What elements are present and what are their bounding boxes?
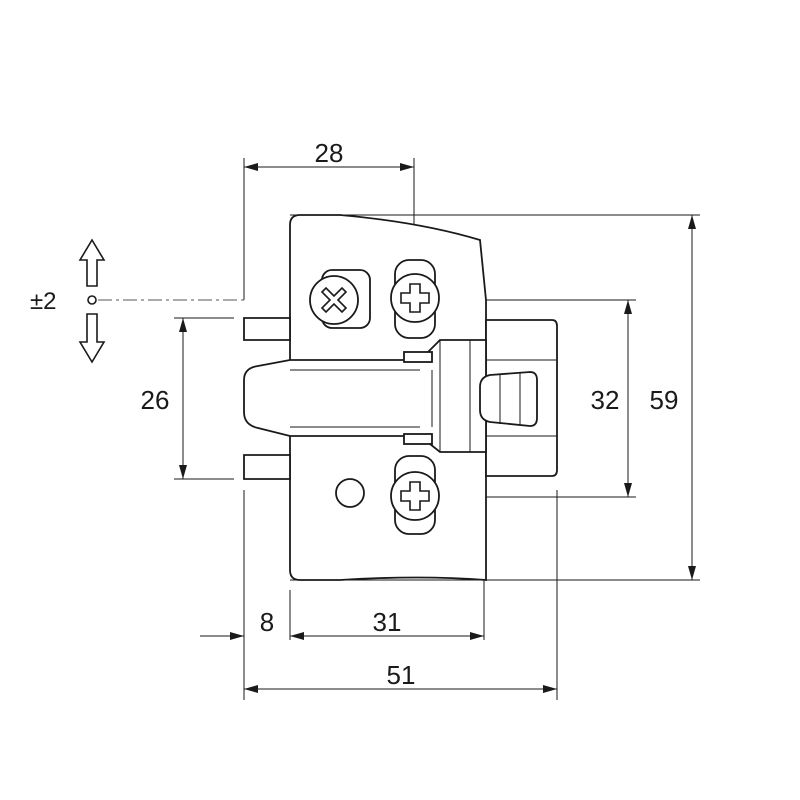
screws: [309, 259, 440, 535]
dim-top-width: 28: [315, 138, 344, 168]
mounting-hole: [335, 478, 365, 508]
dim-slot-height: 26: [141, 385, 170, 415]
pin-top: [403, 351, 433, 363]
left-tab-bottom: [243, 454, 291, 480]
down-arrow-icon: [78, 313, 106, 364]
adjustment-arrows: [78, 238, 106, 364]
screw-head-top: [390, 273, 440, 323]
dim-mid-width: 31: [373, 607, 402, 637]
dim-overall-height: 59: [650, 385, 679, 415]
dim-left-offset: 8: [260, 607, 274, 637]
fixing-screw-head: [309, 275, 359, 325]
left-tab-top: [243, 317, 291, 341]
cam-housing: [243, 339, 487, 453]
eccentric-cam: [479, 371, 538, 427]
dimension-lines: [179, 163, 696, 693]
pin-bottom: [403, 433, 433, 445]
pozidriv-cross-icon: [320, 286, 348, 314]
up-arrow-icon: [78, 238, 106, 287]
adjust-point-icon: [87, 295, 97, 305]
dim-screw-spacing: 32: [591, 385, 620, 415]
phillips-cross-icon: [400, 283, 430, 313]
adjust-label: ±2: [30, 288, 57, 315]
phillips-cross-icon: [400, 481, 430, 511]
screw-head-bottom: [390, 471, 440, 521]
dim-overall-width: 51: [387, 660, 416, 690]
